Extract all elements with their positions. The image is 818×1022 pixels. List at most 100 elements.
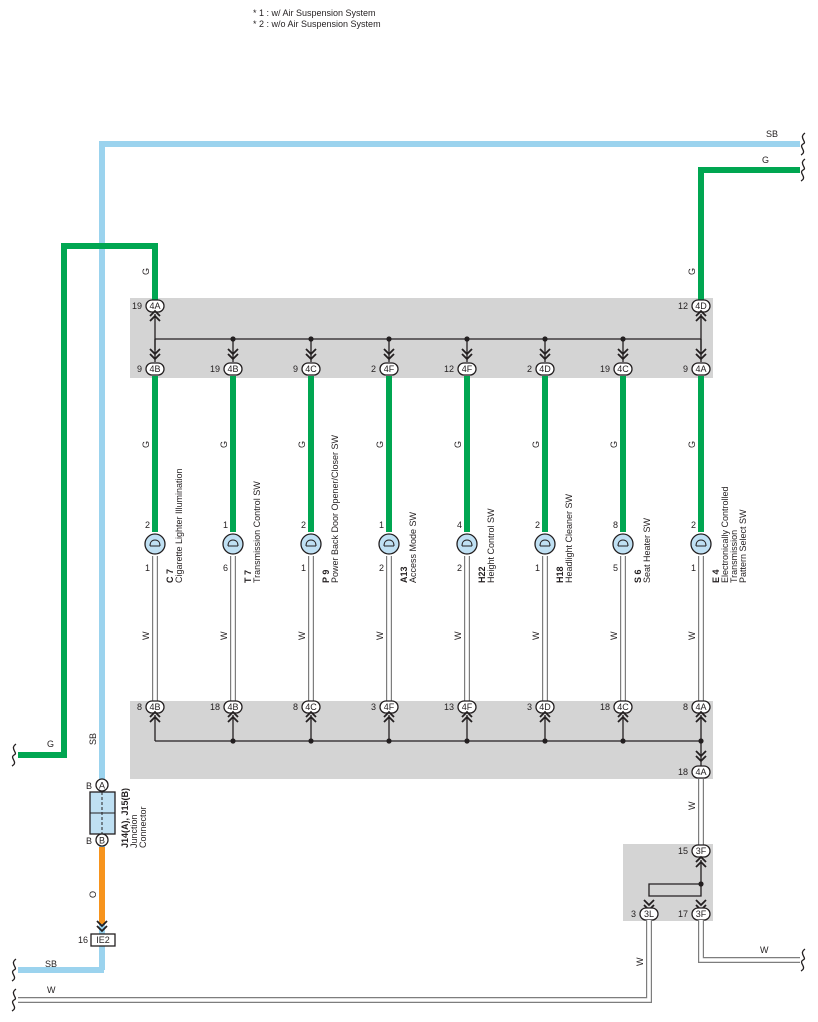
terminal-upper-7-chevron (695, 348, 707, 356)
connector-upper-7-shape (691, 362, 711, 376)
component-lamp-5 (534, 533, 556, 555)
label-g-col-0: G (141, 441, 151, 448)
connector-upper-1-pin: 19 (210, 364, 220, 374)
label-w-col-1: W (219, 631, 229, 640)
terminal-top-4a-chevron (149, 309, 161, 317)
break-sb-bottom (11, 958, 17, 982)
terminal-upper-6 (617, 348, 629, 361)
connector-lower-7-pin: 8 (683, 702, 688, 712)
connector-top-4a-id: 4A (149, 301, 160, 311)
connector-lower-5: 4D3 (527, 700, 555, 714)
component-name-6-0: Seat Heater SW (642, 517, 652, 583)
connector-lower-3-id: 4F (384, 702, 395, 712)
terminal-upper-3-chevron (383, 353, 395, 361)
terminal-upper-4-chevron (461, 353, 473, 361)
label-w-col-0: W (141, 631, 151, 640)
connector-upper-7: 4A9 (683, 362, 711, 376)
component-code-0: C 7 (165, 569, 175, 583)
terminal-upper-2-chevron (305, 353, 317, 361)
terminal-ie2-chevron (96, 925, 108, 933)
connector-upper-7-id: 4A (695, 364, 706, 374)
component-name-4-0: Height Control SW (486, 508, 496, 583)
component-filament-2 (305, 539, 317, 547)
terminal-upper-1-chevron (227, 353, 239, 361)
component-pin-top-7: 2 (691, 520, 696, 530)
terminal-lower-6-chevron (617, 710, 629, 718)
terminal-upper-3-chevron (383, 348, 395, 356)
connector-lower-1-id: 4B (227, 702, 238, 712)
component-code-2: P 9 (321, 570, 331, 583)
component-name-7-2: Pattern Select SW (738, 509, 748, 583)
label-sb-vertical: SB (88, 733, 98, 745)
terminal-upper-1 (227, 348, 239, 361)
terminal-lower-5-chevron (539, 710, 551, 718)
terminal-ie2 (96, 920, 108, 933)
terminal-bottom-4a-chevron (695, 750, 707, 758)
label-o-vertical: O (88, 891, 98, 898)
component-pin-bottom-0: 1 (145, 563, 150, 573)
component-name-3-0: Access Mode SW (408, 511, 418, 583)
label-w-col-3: W (375, 631, 385, 640)
connector-lower-0-id: 4B (149, 702, 160, 712)
component-name-7-0: Electronically Controlled (720, 486, 730, 583)
terminal-upper-4-chevron (461, 348, 473, 356)
connector-upper-1-shape (223, 362, 243, 376)
junction-connector-bottom-letter: B (99, 836, 105, 846)
junction-connector-bottom-pin: B (86, 836, 92, 846)
label-g-left-vertical: G (141, 268, 151, 275)
connector-upper-4-pin: 12 (444, 364, 454, 374)
component-code-5: H18 (555, 566, 565, 583)
component-filament-5 (539, 539, 551, 547)
component-lamp-4 (456, 533, 478, 555)
label-w-col-7: W (687, 631, 697, 640)
connector-3l-id: 3L (644, 909, 654, 919)
connector-lower-7-id: 4A (695, 702, 706, 712)
component-filament-1 (227, 539, 239, 547)
component-filament-7 (695, 539, 707, 547)
connector-top-4d-id: 4D (695, 301, 707, 311)
label-g-left: G (47, 739, 54, 749)
junction-connector-label: J14(A), J15(B) (120, 788, 130, 848)
connector-upper-6-pin: 19 (600, 364, 610, 374)
connector-ie2-pin: 16 (78, 935, 88, 945)
wire-sb-main (99, 141, 800, 970)
terminal-upper-3 (383, 348, 395, 361)
component-pin-top-4: 4 (457, 520, 462, 530)
component-pin-bottom-6: 5 (613, 563, 618, 573)
connector-upper-3-shape (379, 362, 399, 376)
connector-upper-5-pin: 2 (527, 364, 532, 374)
component-pin-bottom-3: 2 (379, 563, 384, 573)
label-g-right-top: G (762, 155, 769, 165)
component-code-7: E 4 (711, 569, 721, 583)
terminal-upper-2 (305, 348, 317, 361)
break-g-left (11, 743, 17, 767)
wire-g-right (698, 167, 800, 300)
connector-3f-bottom-pin: 17 (678, 909, 688, 919)
connector-upper-3-id: 4F (384, 364, 395, 374)
terminal-upper-7-chevron (695, 353, 707, 361)
connector-lower-0-pin: 8 (137, 702, 142, 712)
component-pin-top-6: 8 (613, 520, 618, 530)
label-w-bottom-vertical: W (635, 957, 645, 966)
component-pin-bottom-4: 2 (457, 563, 462, 573)
component-lamp-3 (378, 533, 400, 555)
wire-g-left (18, 243, 158, 758)
wire-w-right-out-outline (698, 920, 800, 963)
component-name-1-0: Transmission Control SW (252, 481, 262, 583)
component-pin-bottom-2: 1 (301, 563, 306, 573)
component-code-6: S 6 (633, 569, 643, 583)
connector-3l: 3L3 (631, 907, 659, 921)
component-pin-top-0: 2 (145, 520, 150, 530)
terminal-upper-4 (461, 348, 473, 361)
component-lamp-2 (300, 533, 322, 555)
break-sb-top (800, 132, 806, 156)
terminal-3f-top-chevron (695, 855, 707, 863)
junction-connector-sub-1: Junction (129, 814, 139, 848)
component-pin-top-5: 2 (535, 520, 540, 530)
label-g-col-5: G (531, 441, 541, 448)
